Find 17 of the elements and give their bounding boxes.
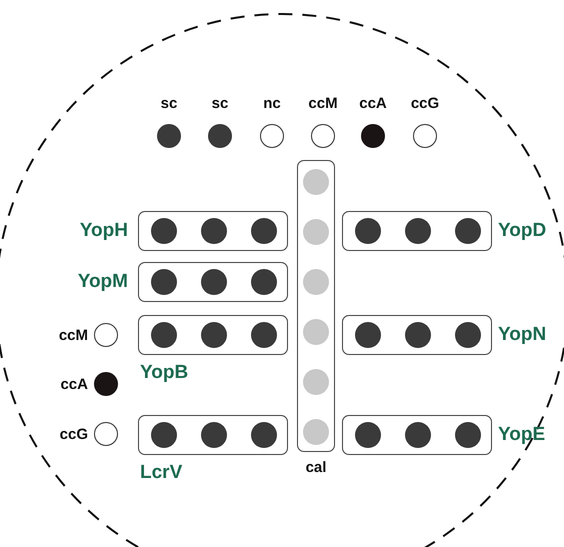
protein-label: YopE [498,425,546,444]
spot-label: ccM [58,328,88,343]
spot-label: sc [212,96,228,111]
protein-label: YopD [498,221,546,240]
spot-label: ccG [60,427,88,442]
spot-label: ccA [359,96,387,111]
protein-label: YopB [140,363,188,382]
spot-label: sc [160,96,178,111]
spot-label: ccG [410,96,440,111]
spot-label: ccM [308,96,338,111]
protein-label: YopH [80,221,128,240]
protein-label: YopN [498,325,546,344]
protein-label: YopM [78,272,128,291]
protein-label: LcrV [140,463,182,482]
spot-label: nc [263,96,281,111]
spot-label: ccA [60,377,88,392]
spot-label: cal [306,460,326,475]
